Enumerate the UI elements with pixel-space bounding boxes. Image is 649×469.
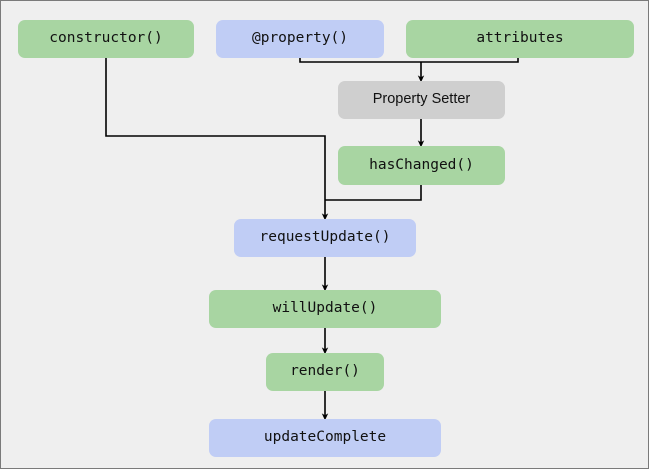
node-render[interactable]: render() [266,353,384,391]
node-constructor-label: constructor() [49,30,163,47]
node-attributes[interactable]: attributes [406,20,634,58]
node-property-label: @property() [251,30,349,47]
node-render-label: render() [290,363,360,380]
edge-haschanged-to-requestupdate [325,185,422,201]
edge-property-to-setter [299,58,421,63]
edge-constructor-to-requestupdate [105,58,329,221]
node-requestupdate[interactable]: requestUpdate() [234,219,416,257]
node-haschanged[interactable]: hasChanged() [338,146,505,185]
node-willupdate-label: willUpdate() [272,300,378,317]
node-constructor[interactable]: constructor() [18,20,194,58]
node-updatecomplete[interactable]: updateComplete [209,419,441,457]
node-haschanged-label: hasChanged() [369,156,474,173]
node-requestupdate-label: requestUpdate() [259,229,391,246]
node-updatecomplete-label: updateComplete [263,429,387,446]
node-property[interactable]: @property() [216,20,384,58]
node-attributes-label: attributes [476,30,564,47]
node-willupdate[interactable]: willUpdate() [209,290,441,328]
edge-attributes-to-setter [421,58,519,63]
node-property-setter-label: Property Setter [372,91,471,108]
node-property-setter[interactable]: Property Setter [338,81,505,119]
